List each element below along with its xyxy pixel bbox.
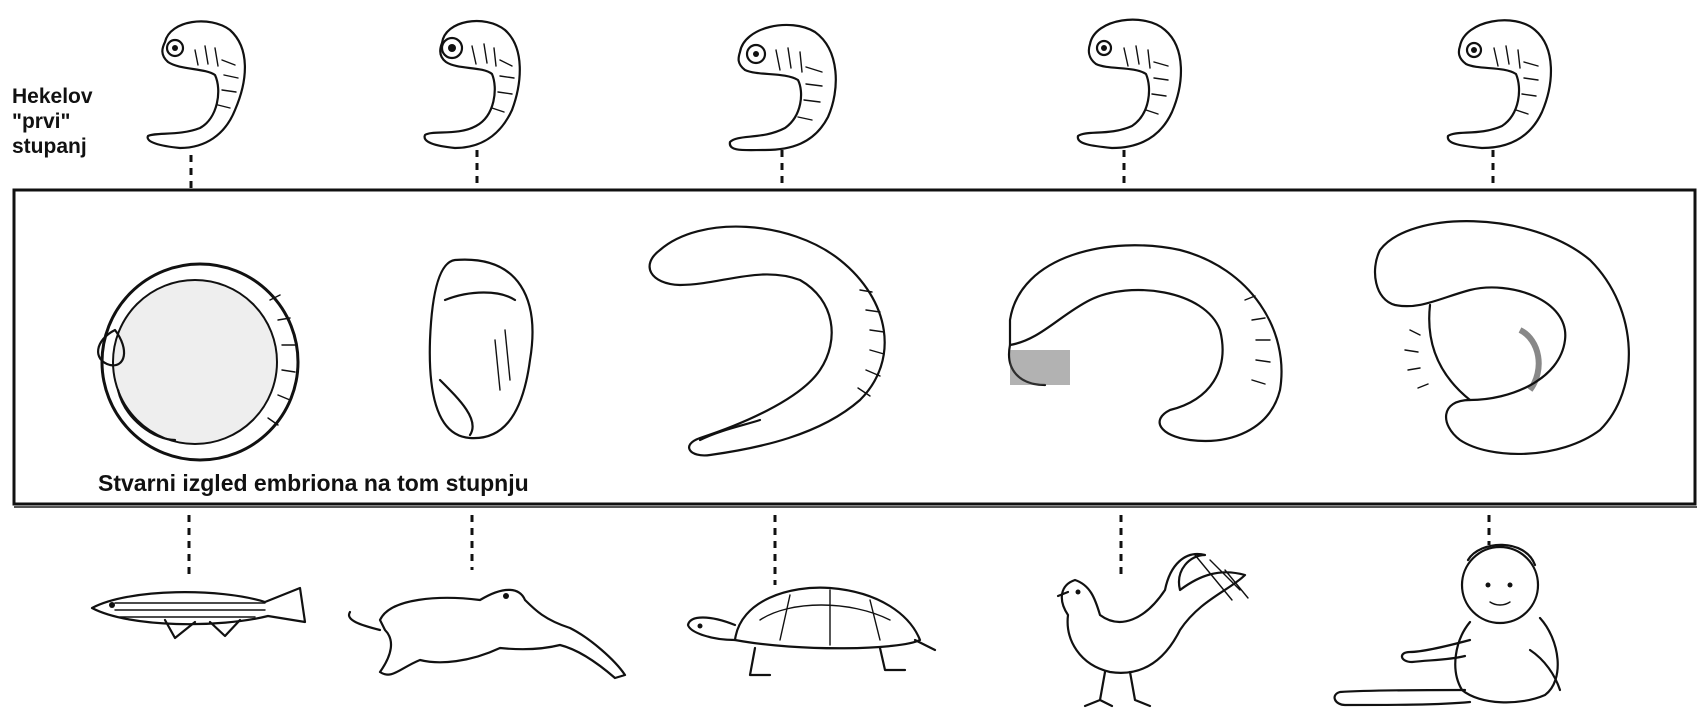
human-baby — [1335, 545, 1560, 705]
haeckel-stage-line-3: stupanj — [12, 134, 93, 159]
actual-stage-label: Stvarni izgled embriona na tom stupnju — [98, 470, 529, 497]
haeckel-embryo-human — [1448, 20, 1551, 148]
adult-organism-row — [92, 545, 1560, 706]
actual-embryo-frog — [430, 260, 533, 439]
turtle-adult — [688, 588, 935, 675]
actual-embryo-human — [1375, 221, 1629, 454]
haeckel-stage-label: Hekelov "prvi" stupanj — [12, 84, 93, 159]
haeckel-embryo-row — [148, 20, 1551, 151]
haeckel-embryo-chicken — [1078, 20, 1181, 148]
connectors-bottom — [189, 515, 1489, 585]
haeckel-embryo-turtle — [730, 25, 836, 150]
actual-embryo-fish — [98, 264, 298, 460]
actual-embryo-turtle — [650, 227, 885, 456]
haeckel-stage-line-1: Hekelov — [12, 84, 93, 109]
frog-adult — [349, 590, 625, 678]
connectors-top — [191, 150, 1493, 188]
actual-embryo-row — [98, 221, 1629, 460]
actual-embryo-chicken — [1009, 245, 1281, 441]
haeckel-embryo-frog — [425, 21, 520, 148]
fish-adult — [92, 588, 305, 638]
haeckel-stage-line-2: "prvi" — [12, 109, 93, 134]
chicken-adult — [1058, 554, 1248, 706]
haeckel-embryo-fish — [148, 21, 245, 148]
